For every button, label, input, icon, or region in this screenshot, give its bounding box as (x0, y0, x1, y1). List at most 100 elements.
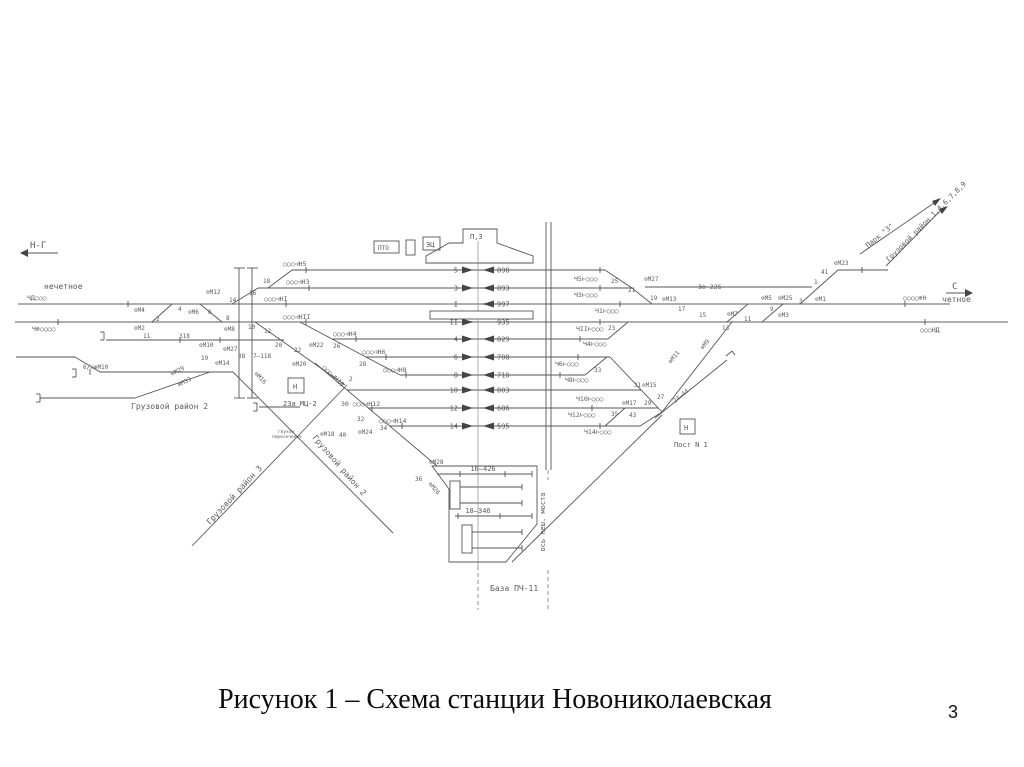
svg-text:нечетное: нечетное (44, 282, 83, 291)
svg-text:⊜М9: ⊜М9 (699, 338, 711, 351)
svg-text:893: 893 (497, 285, 510, 293)
svg-text:Парк "З": Парк "З" (864, 222, 895, 249)
svg-text:○○○⊣Н4: ○○○⊣Н4 (333, 330, 357, 338)
svg-text:○○○⊣НII: ○○○⊣НII (283, 313, 310, 321)
svg-text:23а МЦ-2: 23а МЦ-2 (283, 400, 317, 408)
svg-text:⊜М13: ⊜М13 (662, 296, 677, 303)
svg-text:База ПЧ-11: База ПЧ-11 (490, 584, 538, 593)
svg-text:2: 2 (349, 376, 353, 383)
svg-text:29: 29 (644, 400, 652, 407)
svg-text:19: 19 (201, 355, 209, 362)
svg-text:⊜М27: ⊜М27 (644, 276, 659, 283)
svg-text:Пост N 1: Пост N 1 (674, 441, 708, 449)
svg-text:ЭЦ: ЭЦ (426, 241, 435, 249)
svg-text:⊜М15: ⊜М15 (642, 382, 657, 389)
svg-text:ЧД○○○: ЧД○○○ (27, 294, 47, 302)
svg-text:пересечение: пересечение (272, 435, 302, 440)
svg-text:П,З: П,З (470, 233, 483, 241)
svg-text:Ч6⊢○○○: Ч6⊢○○○ (555, 360, 579, 368)
svg-text:318: 318 (179, 333, 190, 340)
svg-text:○○○⊣Н10: ○○○⊣Н10 (321, 364, 346, 389)
svg-text:четное: четное (942, 295, 971, 304)
svg-text:ось пеш. моста: ось пеш. моста (539, 492, 547, 551)
svg-text:⊜М25: ⊜М25 (778, 295, 793, 302)
svg-text:I: I (454, 301, 458, 309)
svg-text:Грузовой район 1,4,6,7,8,9: Грузовой район 1,4,6,7,8,9 (885, 180, 968, 263)
svg-text:⊜М16: ⊜М16 (253, 371, 268, 387)
svg-text:10: 10 (450, 387, 458, 395)
svg-text:⊜М27: ⊜М27 (223, 346, 238, 353)
svg-text:⊜М1: ⊜М1 (815, 296, 826, 303)
svg-text:21: 21 (628, 287, 636, 294)
svg-text:12: 12 (450, 405, 458, 413)
svg-text:Ч1⊢○○○: Ч1⊢○○○ (595, 307, 619, 315)
svg-text:○○○⊣Н14: ○○○⊣Н14 (379, 417, 406, 425)
svg-text:12: 12 (264, 328, 272, 335)
svg-text:35: 35 (611, 411, 619, 418)
svg-text:30 ○○○⊣Н12: 30 ○○○⊣Н12 (341, 400, 380, 408)
svg-text:997: 997 (497, 301, 510, 309)
svg-text:22: 22 (294, 347, 302, 354)
svg-text:⊜М2: ⊜М2 (134, 325, 145, 332)
svg-text:41: 41 (821, 269, 829, 276)
svg-text:Ч14⊢○○○: Ч14⊢○○○ (584, 428, 611, 436)
svg-text:6: 6 (454, 354, 458, 362)
svg-text:Ч3⊢○○○: Ч3⊢○○○ (574, 291, 598, 299)
svg-text:32: 32 (357, 416, 365, 423)
svg-text:⊜М18: ⊜М18 (320, 431, 335, 438)
svg-text:16: 16 (249, 290, 257, 297)
svg-text:8: 8 (454, 372, 458, 380)
svg-text:14: 14 (229, 297, 237, 304)
svg-text:13: 13 (722, 325, 730, 332)
svg-text:○○○⊣Н3: ○○○⊣Н3 (286, 278, 310, 286)
svg-text:33: 33 (594, 367, 602, 374)
svg-text:⊜М14: ⊜М14 (215, 360, 230, 367)
svg-text:○○○○⊕Н: ○○○○⊕Н (903, 294, 927, 302)
svg-text:⊜М11: ⊜М11 (667, 349, 682, 365)
svg-text:⊜М23: ⊜М23 (834, 260, 849, 267)
svg-text:○○○⊣Н6: ○○○⊣Н6 (362, 348, 386, 356)
svg-text:ЧII⊢○○○: ЧII⊢○○○ (576, 325, 603, 333)
svg-text:803: 803 (497, 387, 510, 395)
svg-text:19: 19 (650, 295, 658, 302)
svg-text:ПТО: ПТО (378, 245, 389, 252)
svg-text:Ч8⊢○○○: Ч8⊢○○○ (565, 376, 589, 384)
svg-text:935: 935 (497, 319, 510, 327)
svg-text:17: 17 (678, 306, 686, 313)
svg-text:⊜М4: ⊜М4 (134, 307, 145, 314)
svg-text:○○○⊣Н8: ○○○⊣Н8 (383, 366, 407, 374)
svg-text:⊜М28: ⊜М28 (429, 459, 444, 466)
svg-text:8: 8 (226, 315, 230, 322)
svg-text:⊜М29: ⊜М29 (170, 365, 186, 378)
svg-text:28: 28 (359, 361, 367, 368)
svg-text:26: 26 (333, 343, 341, 350)
svg-text:○○○НД: ○○○НД (920, 326, 940, 334)
svg-text:18—346: 18—346 (465, 507, 490, 515)
svg-text:6/н⊕М10: 6/н⊕М10 (83, 364, 109, 371)
svg-text:Н: Н (293, 383, 297, 391)
svg-text:18: 18 (263, 278, 271, 285)
svg-text:14: 14 (450, 423, 458, 431)
svg-text:15: 15 (699, 312, 707, 319)
svg-text:Грузовой район 2: Грузовой район 2 (310, 433, 367, 497)
svg-text:○○○⊣НI: ○○○⊣НI (264, 295, 288, 303)
svg-text:11: 11 (744, 316, 752, 323)
svg-text:Грузовой район 2: Грузовой район 2 (131, 402, 208, 411)
svg-text:Ч4⊢○○○: Ч4⊢○○○ (583, 340, 607, 348)
svg-text:710: 710 (497, 372, 510, 380)
svg-text:25: 25 (611, 278, 619, 285)
svg-text:Н: Н (684, 424, 688, 432)
figure-caption: Рисунок 1 – Схема станции Новониколаевск… (218, 684, 772, 715)
svg-text:4: 4 (454, 336, 458, 344)
svg-text:9: 9 (770, 306, 774, 313)
svg-text:⊜М10: ⊜М10 (199, 342, 214, 349)
svg-text:Ч10⊢○○○: Ч10⊢○○○ (576, 395, 603, 403)
svg-text:23: 23 (608, 325, 616, 332)
svg-text:16—426: 16—426 (470, 465, 495, 473)
svg-text:4: 4 (178, 306, 182, 313)
svg-text:708: 708 (497, 354, 510, 362)
svg-text:⊜М5: ⊜М5 (761, 295, 772, 302)
svg-text:34: 34 (380, 425, 388, 432)
